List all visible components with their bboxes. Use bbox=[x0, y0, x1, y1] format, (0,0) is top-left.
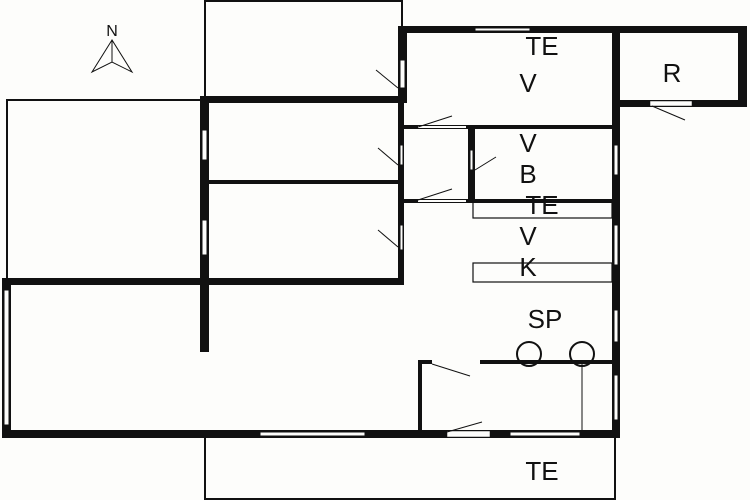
room-label: R bbox=[663, 58, 682, 88]
room-label: K bbox=[519, 252, 537, 282]
counter-bottom bbox=[472, 262, 613, 283]
windows bbox=[3, 27, 619, 437]
room-label: V bbox=[519, 68, 537, 98]
stove-burner-icon bbox=[569, 341, 595, 367]
walls bbox=[2, 26, 747, 438]
terrace-top-outline bbox=[204, 0, 403, 100]
stove-burner-icon bbox=[516, 341, 542, 367]
north-arrow-icon bbox=[90, 39, 134, 74]
room-label: TE bbox=[525, 456, 558, 486]
left-room-outline bbox=[6, 99, 206, 281]
room-label: V bbox=[519, 221, 537, 251]
room-label: B bbox=[519, 159, 536, 189]
counter-top bbox=[472, 201, 613, 219]
room-label: TE bbox=[525, 190, 558, 220]
room-label: SP bbox=[528, 304, 563, 334]
compass-label: N bbox=[106, 23, 118, 40]
room-label: TE bbox=[525, 31, 558, 61]
door-gaps bbox=[418, 100, 693, 438]
door-swings bbox=[375, 69, 686, 433]
room-label: V bbox=[519, 128, 537, 158]
